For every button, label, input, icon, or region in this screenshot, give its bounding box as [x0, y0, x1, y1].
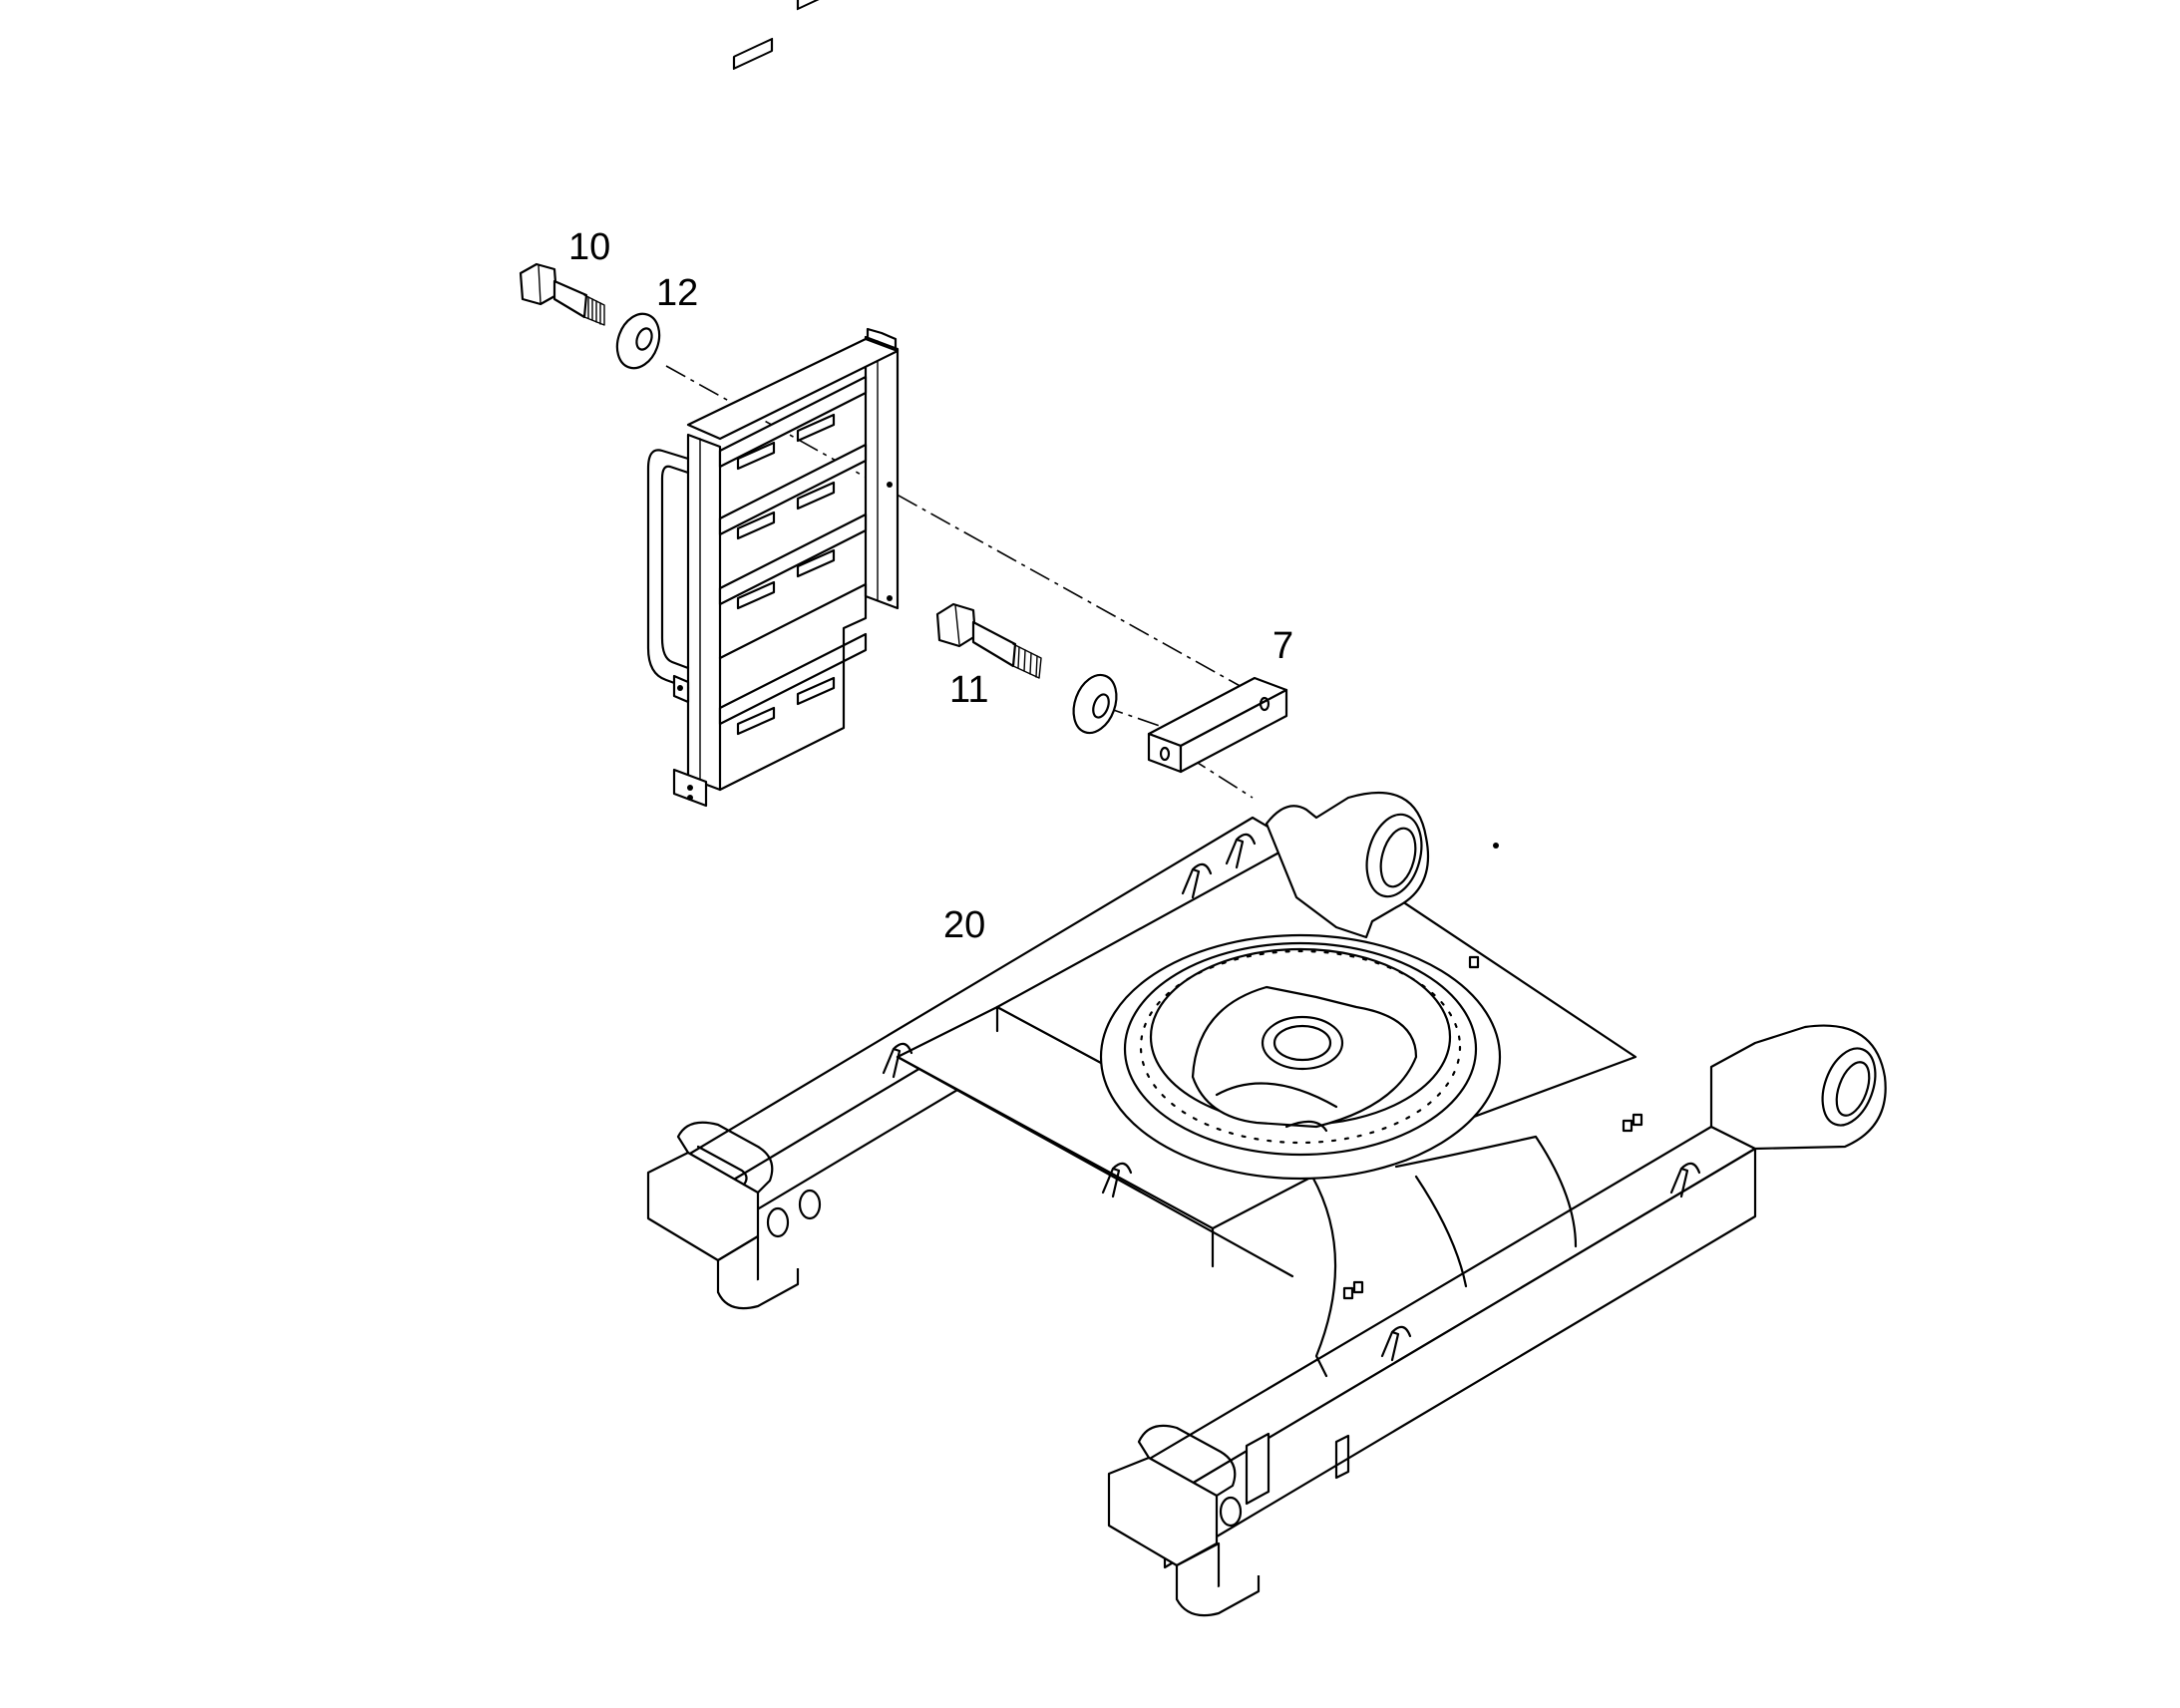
- callout-20: 20: [943, 904, 985, 946]
- washer-12: [615, 312, 661, 370]
- bolt-10: [519, 262, 605, 326]
- spacer-bar-7: [1147, 676, 1288, 774]
- step-ladder: [646, 0, 900, 808]
- undercarriage-frame-20: [646, 791, 1887, 1617]
- callout-10: 10: [568, 226, 610, 268]
- callout-11: 11: [949, 669, 988, 711]
- callout-12: 12: [656, 272, 698, 314]
- washer-11: [1072, 673, 1118, 735]
- callout-7: 7: [1272, 625, 1293, 667]
- bolt-11: [935, 602, 1042, 679]
- step-slots: [732, 0, 838, 736]
- track-guides: [882, 833, 1701, 1480]
